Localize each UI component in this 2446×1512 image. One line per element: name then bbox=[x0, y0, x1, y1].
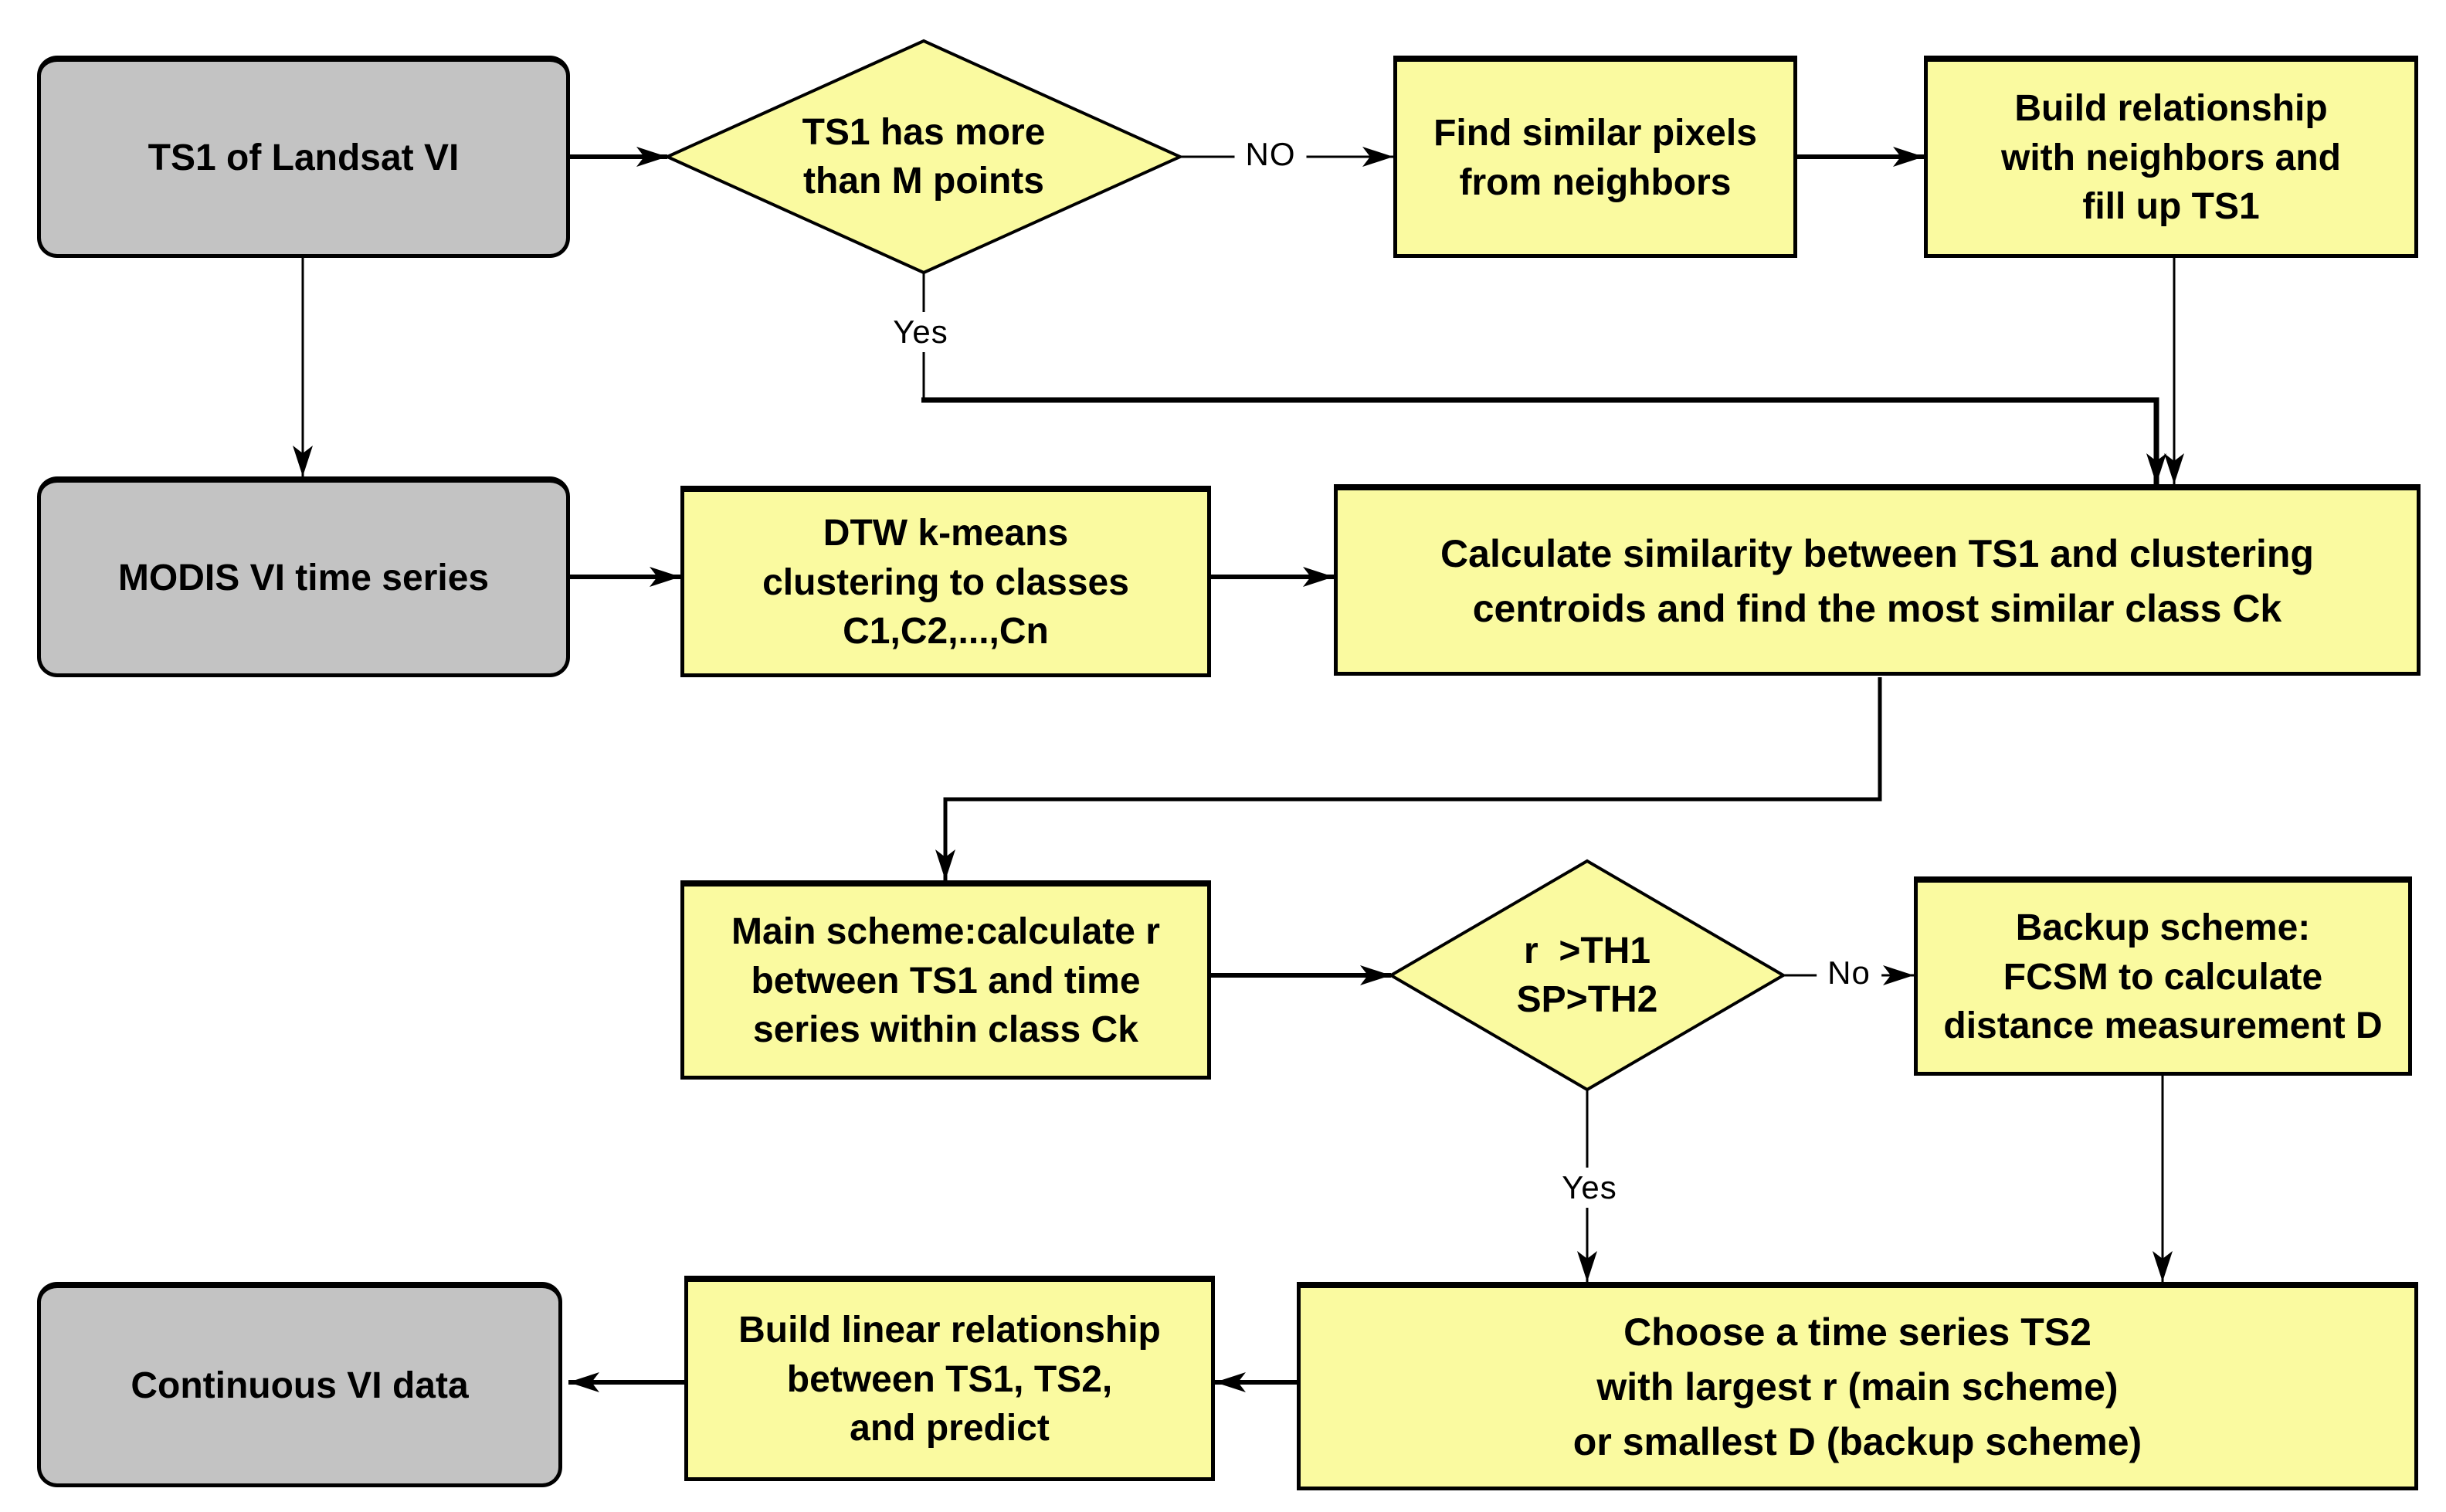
node-find-similar-pixels: Find similar pixels from neighbors bbox=[1393, 56, 1797, 258]
edge-label-yes-1: Yes bbox=[882, 312, 959, 352]
node-find-similar-pixels-label: Find similar pixels from neighbors bbox=[1433, 113, 1757, 203]
node-modis-vi-time-series: MODIS VI time series bbox=[37, 476, 570, 677]
edge-label-yes-2: Yes bbox=[1551, 1168, 1628, 1208]
decision-ts1-points-shape bbox=[663, 39, 1184, 275]
edge-calc-to-main-scheme bbox=[935, 677, 1882, 880]
node-dtw-kmeans-clustering: DTW k-means clustering to classes C1,C2,… bbox=[680, 486, 1211, 677]
decision-threshold-label: r >TH1 SP>TH2 bbox=[1516, 930, 1658, 1020]
node-main-scheme-label: Main scheme:calculate r between TS1 and … bbox=[731, 911, 1160, 1051]
node-backup-scheme: Backup scheme: FCSM to calculate distanc… bbox=[1914, 876, 2412, 1076]
node-ts1-landsat-vi: TS1 of Landsat VI bbox=[37, 56, 570, 258]
decision-ts1-points-label: TS1 has more than M points bbox=[802, 111, 1046, 202]
node-continuous-vi-data: Continuous VI data bbox=[37, 1282, 562, 1487]
edge-label-no-2: No bbox=[1817, 953, 1881, 993]
node-build-relationship-fill-ts1: Build relationship with neighbors and fi… bbox=[1924, 56, 2418, 258]
edge-yes-to-calc bbox=[921, 397, 2166, 484]
node-backup-scheme-label: Backup scheme: FCSM to calculate distanc… bbox=[1943, 907, 2383, 1047]
node-build-linear-relationship-label: Build linear relationship between TS1, T… bbox=[738, 1310, 1161, 1449]
decision-ts1-points-label-box: TS1 has more than M points bbox=[731, 80, 1117, 234]
decision-threshold-label-box: r >TH1 SP>TH2 bbox=[1433, 898, 1742, 1053]
decision-threshold-shape bbox=[1388, 859, 1786, 1092]
edge-label-no-1: NO bbox=[1234, 134, 1307, 175]
node-main-scheme: Main scheme:calculate r between TS1 and … bbox=[680, 880, 1211, 1080]
node-choose-time-series-ts2: Choose a time series TS2 with largest r … bbox=[1297, 1282, 2418, 1490]
node-calculate-similarity: Calculate similarity between TS1 and clu… bbox=[1334, 484, 2421, 676]
node-modis-vi-time-series-label: MODIS VI time series bbox=[117, 557, 490, 598]
node-continuous-vi-data-label: Continuous VI data bbox=[131, 1365, 469, 1406]
node-build-relationship-fill-ts1-label: Build relationship with neighbors and fi… bbox=[2001, 88, 2341, 228]
node-choose-time-series-ts2-label: Choose a time series TS2 with largest r … bbox=[1572, 1310, 2142, 1463]
node-build-linear-relationship: Build linear relationship between TS1, T… bbox=[684, 1276, 1215, 1481]
node-calculate-similarity-label: Calculate similarity between TS1 and clu… bbox=[1440, 531, 2314, 630]
node-ts1-landsat-vi-label: TS1 of Landsat VI bbox=[148, 137, 460, 178]
node-dtw-kmeans-clustering-label: DTW k-means clustering to classes C1,C2,… bbox=[762, 513, 1129, 653]
